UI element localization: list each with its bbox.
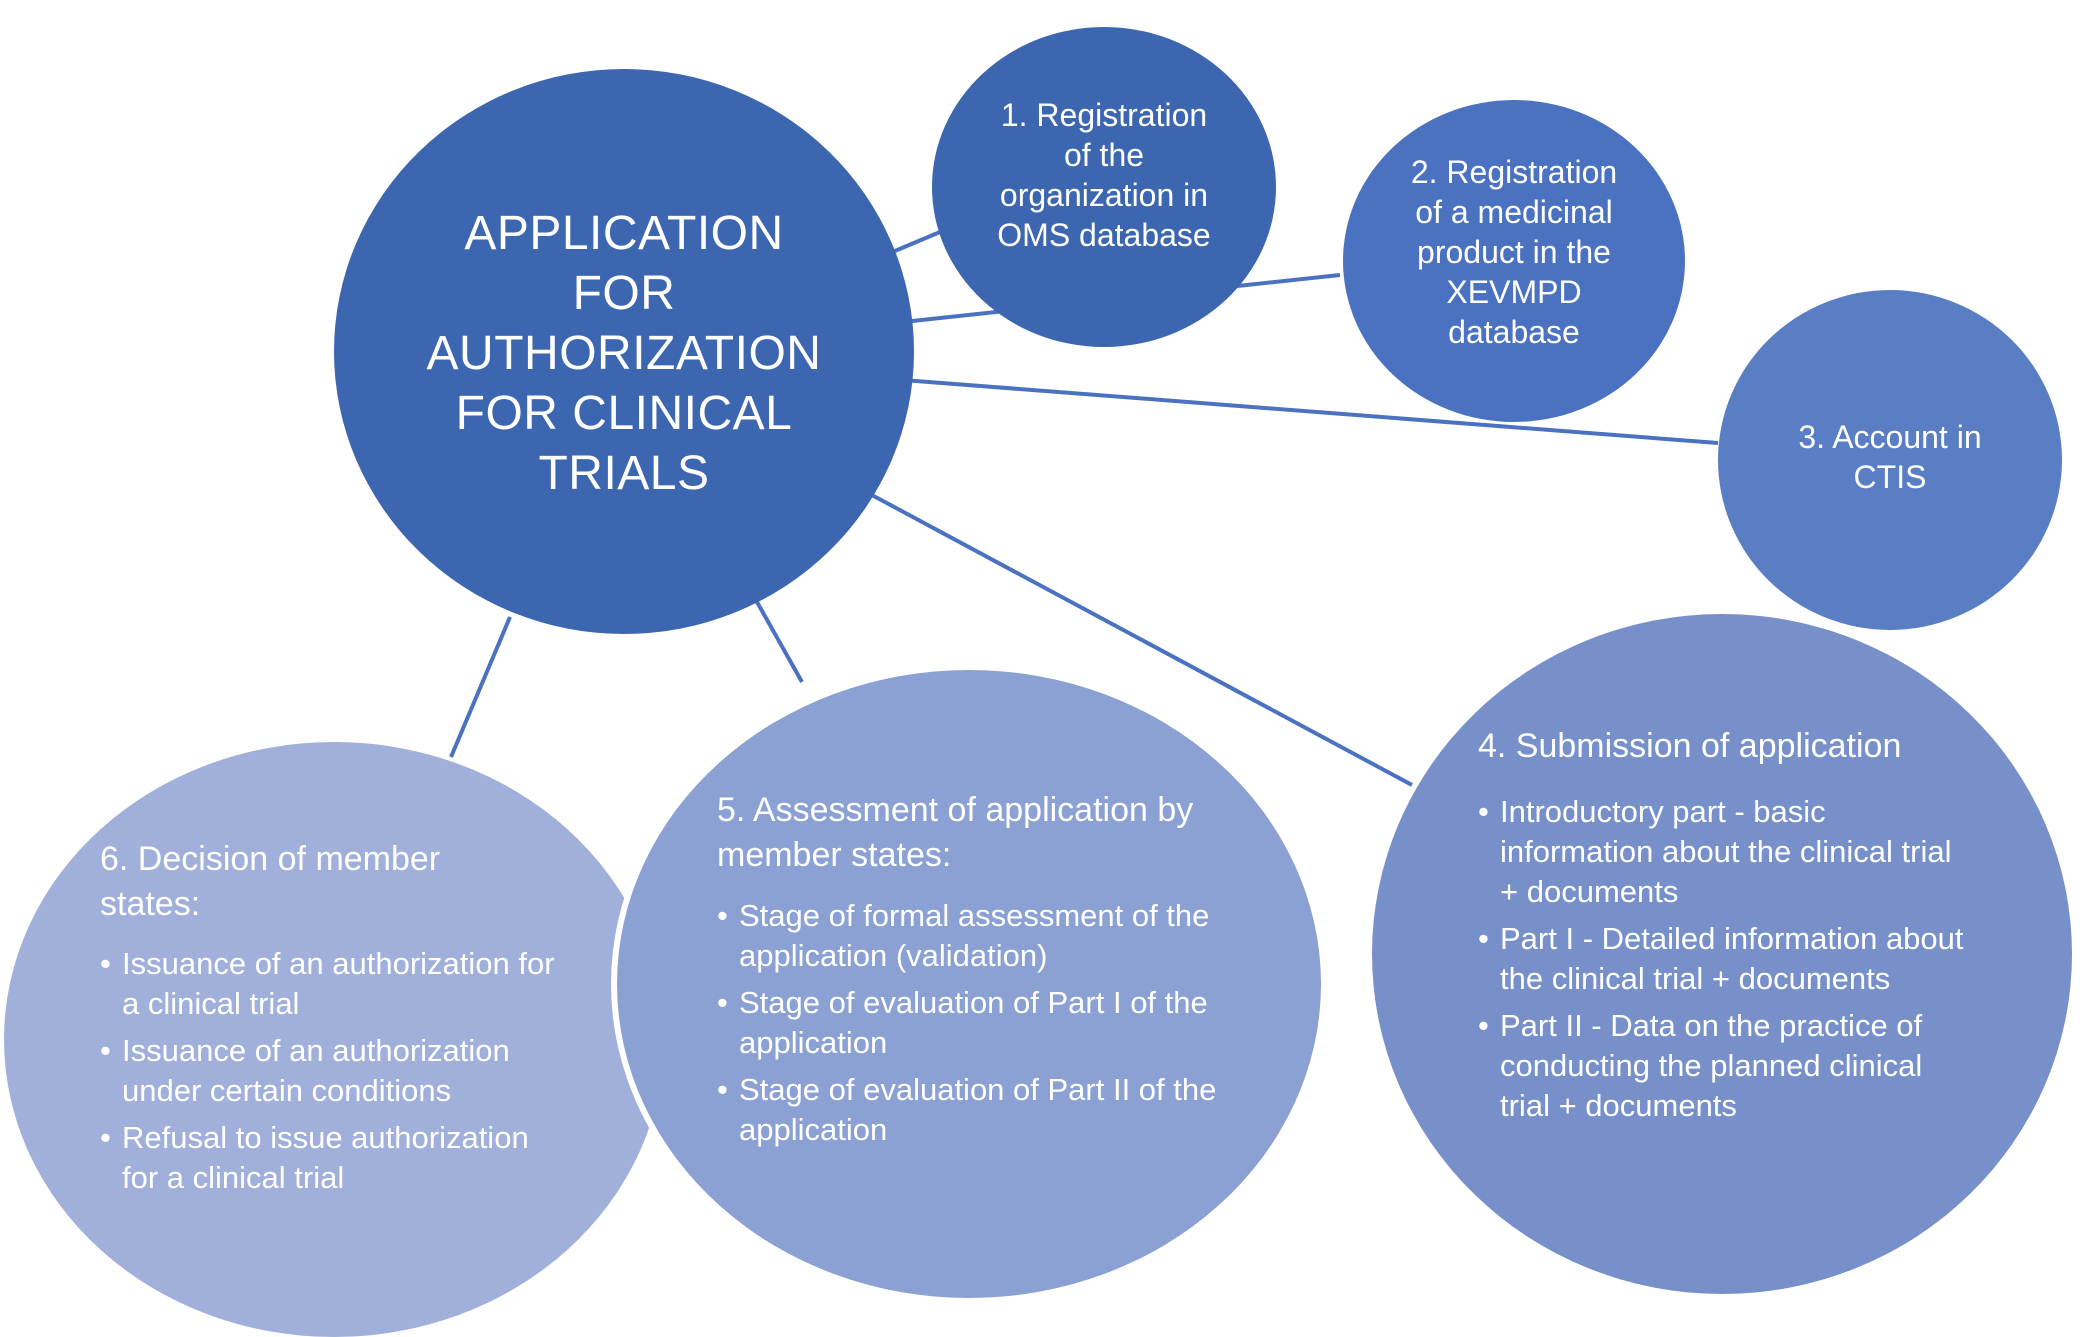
main-bubble: APPLICATION FOR AUTHORIZATION FOR CLINIC… [334, 69, 914, 634]
connector-main-step6 [449, 616, 512, 758]
step3-line: 3. Account in [1798, 419, 1982, 455]
connector-main-step4 [869, 492, 1413, 787]
step5-bullet: Stage of evaluation of Part II of the ap… [717, 1070, 1217, 1150]
step4-bubble: 4. Submission of application Introductor… [1372, 614, 2072, 1294]
step1-label: 1. Registration of the organization in O… [932, 95, 1276, 255]
main-title-line: FOR [572, 267, 676, 320]
main-title: APPLICATION FOR AUTHORIZATION FOR CLINIC… [404, 204, 844, 504]
step5-heading: 5. Assessment of application by member s… [717, 791, 1194, 874]
step1-line: of the [1063, 137, 1145, 173]
main-title-line: AUTHORIZATION [426, 327, 822, 380]
connector-main-step3 [902, 378, 1719, 445]
step2-label: 2. Registration of a medicinal product i… [1343, 152, 1685, 352]
step6-bullet: Issuance of an authorization for a clini… [100, 944, 570, 1024]
step5-bullet: Stage of evaluation of Part I of the app… [717, 983, 1217, 1063]
step2-line: database [1448, 314, 1580, 350]
step2-line: of a medicinal [1415, 194, 1613, 230]
step5-bullet: Stage of formal assessment of the applic… [717, 896, 1217, 976]
step2-line: 2. Registration [1410, 154, 1618, 190]
step3-line: CTIS [1853, 459, 1927, 495]
step6-bullet: Refusal to issue authorization for a cli… [100, 1118, 570, 1198]
step4-heading: 4. Submission of application [1478, 727, 1902, 765]
step2-line: product in the [1417, 234, 1611, 270]
step4-bullet: Part I - Detailed information about the … [1478, 919, 1978, 999]
step5-bubble: 5. Assessment of application by member s… [611, 664, 1327, 1304]
step3-bubble: 3. Account in CTIS [1718, 290, 2062, 630]
step4-bullet-list: Introductory part - basic information ab… [1478, 792, 1978, 1133]
main-title-line: APPLICATION [464, 207, 784, 260]
step2-line: XEVMPD [1446, 274, 1582, 310]
connector-main-step5 [755, 601, 804, 683]
step4-bullet: Introductory part - basic information ab… [1478, 792, 1978, 912]
step6-bubble: 6. Decision of member states: Issuance o… [4, 742, 664, 1337]
step1-line: organization in [999, 177, 1209, 213]
step6-heading: 6. Decision of member states: [100, 840, 441, 923]
step1-line: 1. Registration [1000, 97, 1208, 133]
step4-bullet: Part II - Data on the practice of conduc… [1478, 1006, 1978, 1126]
step2-bubble: 2. Registration of a medicinal product i… [1343, 100, 1685, 422]
main-title-line: TRIALS [538, 447, 710, 500]
step6-bullet-list: Issuance of an authorization for a clini… [100, 944, 570, 1205]
step5-bullet-list: Stage of formal assessment of the applic… [717, 896, 1217, 1157]
step1-line: OMS database [997, 217, 1211, 253]
step6-bullet: Issuance of an authorization under certa… [100, 1031, 570, 1111]
main-title-line: FOR CLINICAL [455, 387, 793, 440]
step3-label: 3. Account in CTIS [1718, 417, 2062, 497]
step1-bubble: 1. Registration of the organization in O… [932, 27, 1276, 347]
